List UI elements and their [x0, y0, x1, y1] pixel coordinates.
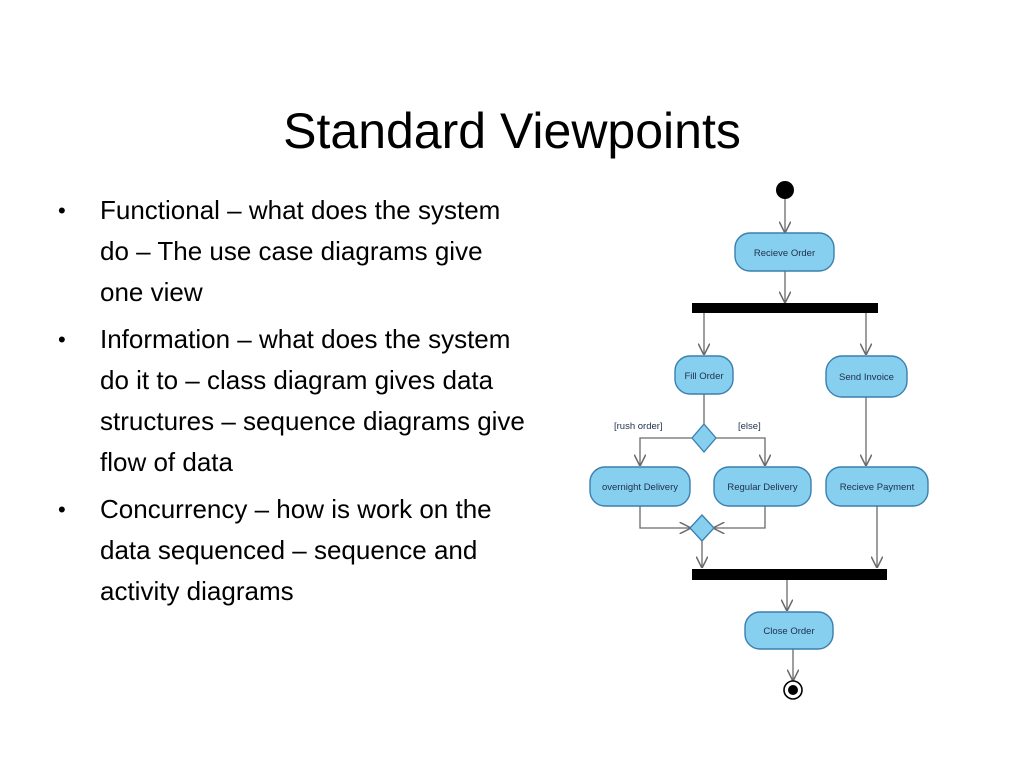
bullet-item-information: • Information – what does the system do …: [58, 319, 533, 483]
action-label: Send Invoice: [839, 372, 894, 383]
edges: [640, 199, 877, 680]
action-label: Regular Delivery: [727, 482, 797, 493]
edge-regular-merge: [714, 506, 766, 528]
action-close-order: Close Order: [744, 611, 834, 650]
merge-diamond: [689, 514, 715, 542]
action-overnight-delivery: overnight Delivery: [589, 466, 691, 507]
action-label: Recieve Order: [754, 248, 815, 259]
edge-overnight-merge: [639, 506, 690, 528]
initial-node: [776, 181, 794, 199]
action-fill-order: Fill Order: [674, 355, 734, 395]
fork-bar: [692, 303, 878, 313]
activity-diagram: [rush order] [else] Recieve Order Fill O…: [589, 181, 929, 700]
guard-rush-order: [rush order]: [614, 421, 663, 432]
action-label: Fill Order: [684, 371, 723, 382]
action-label: Close Order: [763, 626, 814, 637]
bullet-icon: •: [58, 497, 66, 522]
bullet-item-concurrency: • Concurrency – how is work on the data …: [58, 489, 533, 612]
action-regular-delivery: Regular Delivery: [713, 466, 812, 507]
bullet-text: Concurrency – how is work on the data se…: [100, 494, 492, 606]
join-bar: [692, 569, 887, 580]
edge-decision-regular: [716, 437, 765, 465]
bullet-icon: •: [58, 327, 66, 352]
bullet-icon: •: [58, 198, 66, 223]
edge-decision-overnight: [640, 437, 692, 465]
action-receive-payment: Recieve Payment: [825, 466, 929, 507]
decision-diamond: [691, 423, 717, 453]
action-receive-order: Recieve Order: [734, 232, 835, 272]
final-node: [783, 680, 803, 700]
bullet-item-functional: • Functional – what does the system do –…: [58, 190, 533, 313]
action-label: overnight Delivery: [602, 482, 678, 493]
action-send-invoice: Send Invoice: [825, 355, 908, 398]
action-label: Recieve Payment: [840, 482, 915, 493]
bullet-text: Functional – what does the system do – T…: [100, 195, 501, 307]
bullet-list: • Functional – what does the system do –…: [58, 190, 533, 618]
page-title: Standard Viewpoints: [283, 102, 741, 159]
bullet-text: Information – what does the system do it…: [100, 324, 525, 477]
guard-else: [else]: [738, 421, 761, 432]
